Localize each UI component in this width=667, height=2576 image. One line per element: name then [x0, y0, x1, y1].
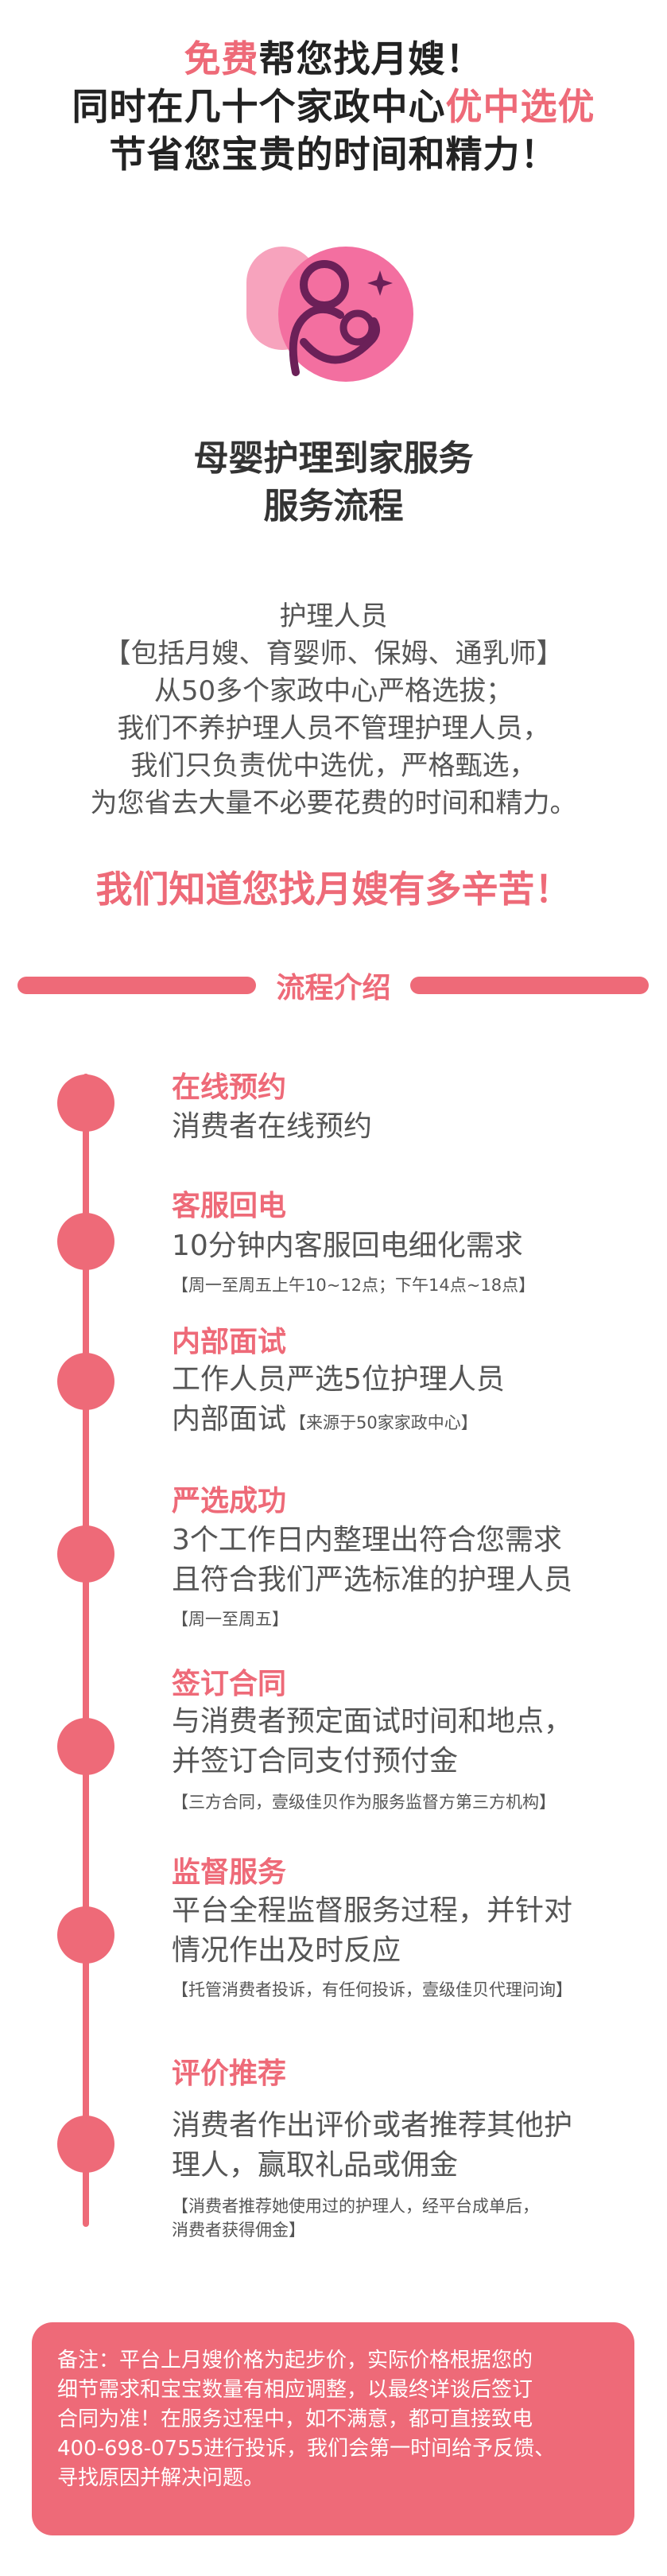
step-dot [57, 1525, 114, 1583]
step-dot [57, 2116, 114, 2173]
hero-free-text: 免费 [184, 37, 259, 80]
service-subtitle: 服务流程 [263, 486, 404, 526]
divider-left [17, 977, 256, 994]
slogan: 我们知道您找月嫂有多辛苦！ [95, 868, 572, 911]
intro-line: 我们不养护理人员不管理护理人员， [117, 713, 550, 744]
intro-line: 从50多个家政中心严格选拔； [153, 675, 514, 707]
hero-line-1-rest: 帮您找月嫂！ [258, 37, 483, 80]
section-label: 流程介绍 [276, 972, 391, 1004]
service-title: 母婴护理到家服务 [193, 438, 474, 479]
step-desc: 工作人员严选5位护理人员 [172, 1363, 505, 1396]
mother-baby-icon [238, 239, 429, 398]
step-desc: 情况作出及时反应 [172, 1934, 401, 1967]
intro-line: 护理人员 [279, 600, 388, 632]
step-desc: 平台全程监督服务过程，并针对 [172, 1894, 573, 1927]
step-dot [57, 1074, 114, 1132]
remark-line: 400-698-0755进行投诉，我们会第一时间给予反馈、 [57, 2437, 556, 2461]
step-inline-note: 【来源于50家家政中心】 [289, 1413, 478, 1432]
step-note: 【托管消费者投诉，有任何投诉，壹级佳贝代理问询】 [172, 1980, 572, 1999]
step-title: 监督服务 [172, 1856, 287, 1889]
step-desc-line: 内部面试 [172, 1403, 287, 1436]
step-note: 【消费者推荐她使用过的护理人，经平台成单后， [172, 2197, 539, 2216]
step-title: 在线预约 [172, 1071, 287, 1104]
step-dot [57, 1353, 114, 1410]
step-title: 签订合同 [172, 1668, 287, 1700]
hero-line-2-start: 同时在几十个家政中心 [72, 85, 446, 128]
step-desc: 与消费者预定面试时间和地点， [172, 1705, 573, 1738]
step-desc: 并签订合同支付预付金 [172, 1745, 459, 1778]
intro-line: 我们只负责优中选优，严格甄选， [130, 750, 537, 782]
step-desc: 3个工作日内整理出符合您需求 [172, 1524, 562, 1556]
step-note: 【三方合同，壹级佳贝作为服务监督方第三方机构】 [172, 1793, 556, 1812]
step-dot [57, 1718, 114, 1775]
step-desc: 10分钟内客服回电细化需求 [172, 1230, 523, 1262]
step-note: 【周一至周五】 [172, 1610, 289, 1629]
step-title: 内部面试 [172, 1326, 287, 1358]
remark-line: 合同为准！在服务过程中，如不满意，都可直接致电 [57, 2407, 533, 2431]
step-note: 【周一至周五上午10~12点；下午14点~18点】 [172, 1276, 536, 1295]
step-desc: 消费者在线预约 [172, 1110, 373, 1143]
intro-line: 为您省去大量不必要花费的时间和精力。 [90, 787, 577, 819]
intro-text: 护理人员 【包括月嫂、育婴师、保姆、通乳师】 从50多个家政中心严格选拔； 我们… [0, 598, 667, 822]
step-title: 严选成功 [172, 1485, 287, 1517]
step-title: 评价推荐 [172, 2057, 287, 2090]
hero-line-3: 节省您宝贵的时间和精力！ [109, 133, 558, 176]
step-desc: 消费者作出评价或者推荐其他护 [172, 2109, 573, 2142]
remark-box: 备注：平台上月嫂价格为起步价，实际价格根据您的 细节需求和宝宝数量有相应调整，以… [32, 2322, 634, 2535]
remark-line: 寻找原因并解决问题。 [57, 2466, 265, 2490]
step-desc: 内部面试【来源于50家家政中心】 [172, 1400, 478, 1443]
intro-line: 【包括月嫂、育婴师、保姆、通乳师】 [103, 638, 564, 670]
timeline-line [83, 1074, 89, 2227]
hero-line-2-accent: 优中选优 [445, 85, 595, 128]
step-desc: 理人，赢取礼品或佣金 [172, 2149, 459, 2182]
remark-line: 备注：平台上月嫂价格为起步价，实际价格根据您的 [57, 2349, 533, 2372]
divider-right [410, 977, 649, 994]
hero-line-2: 同时在几十个家政中心优中选优 [0, 78, 667, 130]
hero-line-1: 免费帮您找月嫂！ [0, 30, 667, 83]
remark-line: 细节需求和宝宝数量有相应调整，以最终详谈后签订 [57, 2378, 533, 2402]
step-title: 客服回电 [172, 1190, 287, 1222]
step-note: 消费者获得佣金】 [172, 2220, 305, 2240]
step-dot [57, 1213, 114, 1270]
step-dot [57, 1906, 114, 1964]
step-desc: 且符合我们严选标准的护理人员 [172, 1564, 573, 1596]
